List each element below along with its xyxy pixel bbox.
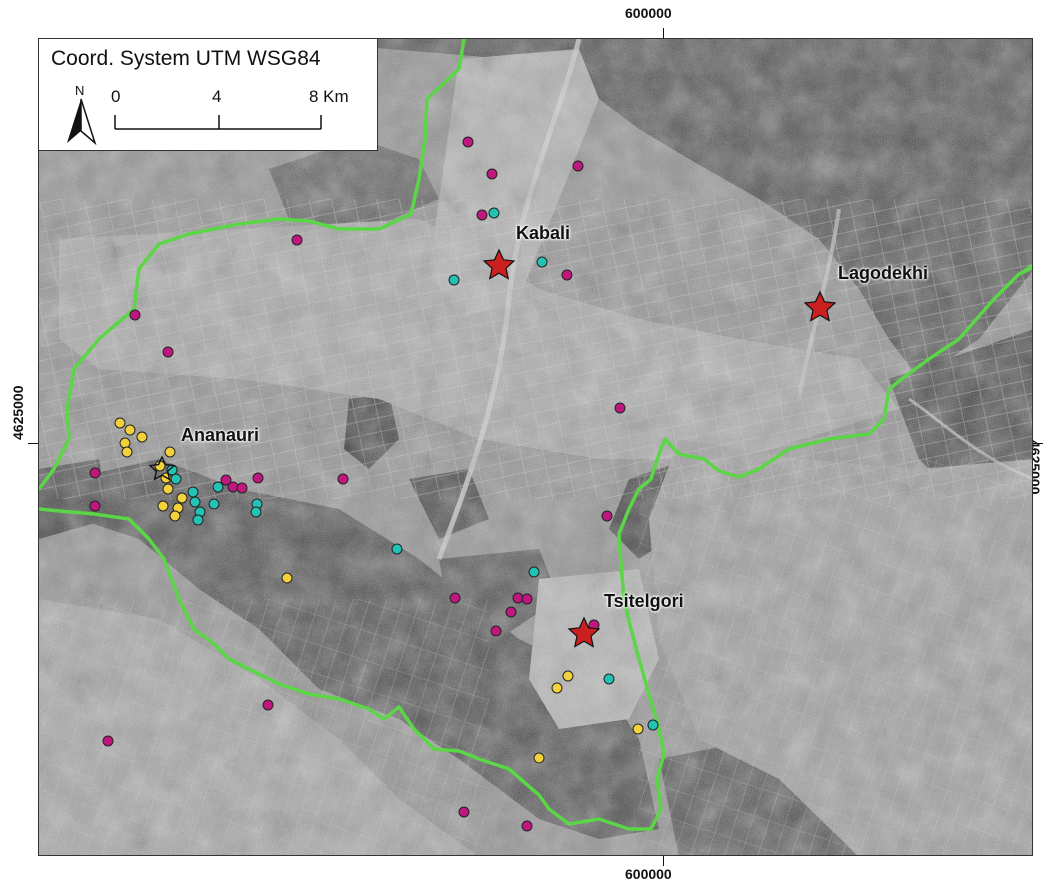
map-frame[interactable] — [38, 38, 1033, 856]
scale-label-8: 8 Km — [309, 87, 349, 106]
satellite-map[interactable] — [39, 39, 1033, 856]
scale-label-4: 4 — [212, 87, 222, 106]
boundary-line-main — [39, 39, 1032, 831]
tick-left — [28, 443, 38, 444]
place-label-tsitelgori[interactable]: Tsitelgori — [604, 591, 684, 611]
coord-system-label: Coord. System UTM WSG84 — [51, 47, 321, 70]
place-label-kabali[interactable]: Kabali — [516, 223, 571, 243]
grid-label-bottom: 600000 — [625, 866, 672, 882]
north-letter: N — [75, 83, 85, 98]
tick-right — [1033, 443, 1043, 444]
place-label-ananauri[interactable]: Ananauri — [181, 425, 260, 445]
scale-label-0: 0 — [111, 87, 121, 106]
scale-bar — [114, 115, 322, 130]
boundary-line-lagodekhi — [1023, 263, 1032, 273]
north-arrow-icon — [67, 98, 97, 146]
tick-bottom — [663, 856, 664, 866]
grid-label-left: 4625000 — [10, 385, 26, 440]
tick-top — [663, 28, 664, 38]
grid-label-top: 600000 — [625, 5, 672, 21]
map-legend: Coord. System UTM WSG84 N 0 4 8 Km — [38, 38, 378, 151]
terrain-grain — [39, 39, 1032, 855]
place-label-lagodekhi[interactable]: Lagodekhi — [838, 263, 929, 283]
